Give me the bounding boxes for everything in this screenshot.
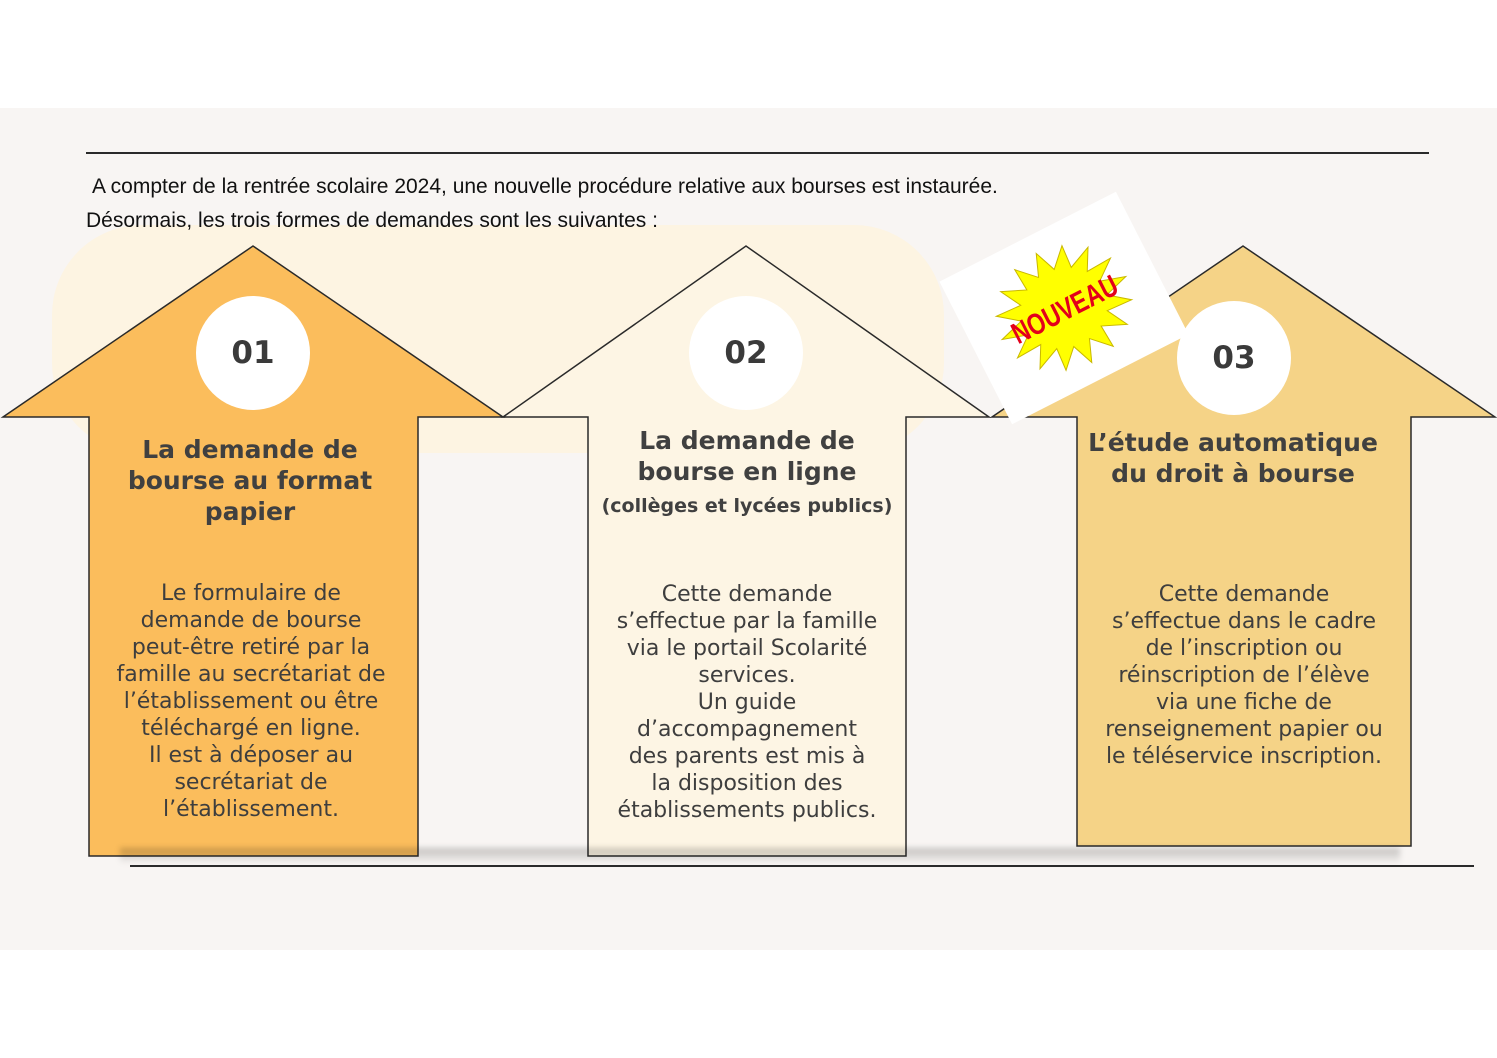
step-3-number: 03 <box>1177 301 1291 415</box>
step-1-body: Le formulaire de demande de bourse peut-… <box>116 581 386 822</box>
intro-line-1: A compter de la rentrée scolaire 2024, u… <box>92 175 998 198</box>
intro-text: A compter de la rentrée scolaire 2024, u… <box>86 170 1406 238</box>
step-3-body: Cette demande s’effectue dans le cadre d… <box>1105 582 1383 769</box>
step-3-title: L’étude automatique du droit à bourse <box>1088 428 1378 488</box>
arrow-1-shape <box>0 245 506 857</box>
starburst-icon: NOUVEAU <box>994 244 1134 372</box>
step-2-body: Cette demande s’effectue par la famille … <box>616 582 878 823</box>
new-badge: NOUVEAU <box>939 191 1189 425</box>
arrows-shadow <box>120 848 1400 864</box>
step-1-title: La demande de bourse au format papier <box>127 435 373 526</box>
step-2-subtitle: (collèges et lycées publics) <box>601 495 893 517</box>
step-2-title: La demande de bourse en ligne <box>637 426 857 486</box>
arrow-2-shape <box>500 245 992 857</box>
step-2-number: 02 <box>689 296 803 410</box>
arrow-3-shape <box>989 245 1497 847</box>
bottom-divider <box>130 865 1474 867</box>
step-1-number: 01 <box>196 296 310 410</box>
intro-line-2: Désormais, les trois formes de demandes … <box>86 209 658 232</box>
top-divider <box>86 152 1429 154</box>
